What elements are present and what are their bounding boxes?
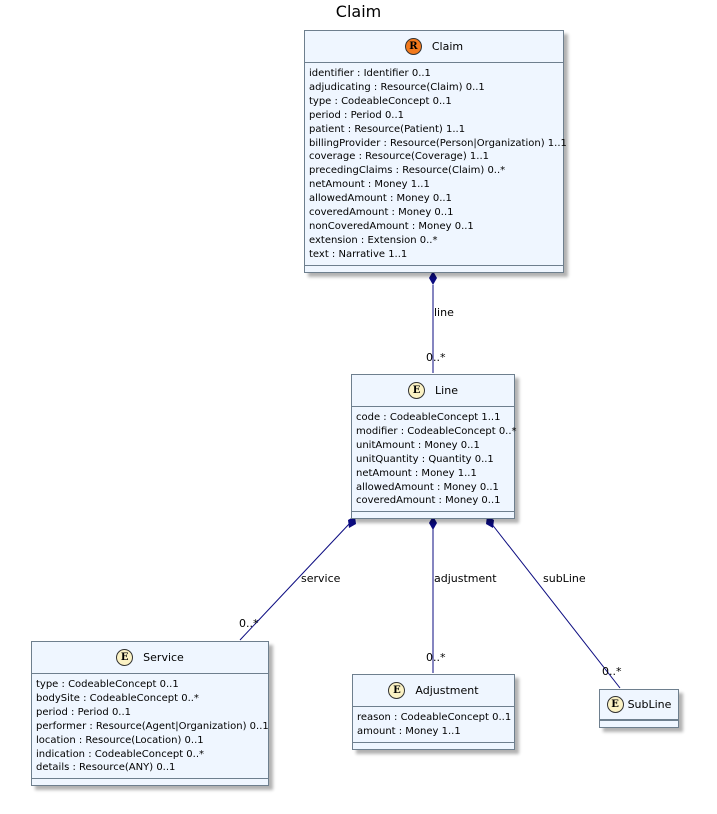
link-line-service xyxy=(239,522,351,641)
multiplicity-adjustment: 0..* xyxy=(426,651,446,664)
class-claim[interactable]: R Claim identifier : Identifier 0..1 adj… xyxy=(304,30,567,273)
class-service-attributes: type : CodeableConcept 0..1 bodySite : C… xyxy=(32,674,269,780)
element-badge-icon: E xyxy=(606,696,624,713)
attribute: coveredAmount : Money 0..1 xyxy=(356,495,501,507)
class-line[interactable]: E Line code : CodeableConcept 1..1 modif… xyxy=(351,374,517,520)
element-badge-icon: E xyxy=(388,682,406,699)
class-adjustment-name: Adjustment xyxy=(415,684,479,697)
attribute: period : Period 0..1 xyxy=(36,706,132,718)
attribute: type : CodeableConcept 0..1 xyxy=(309,95,452,107)
class-claim-attributes: identifier : Identifier 0..1 adjudicatin… xyxy=(305,63,567,266)
class-line-name: Line xyxy=(435,384,458,397)
attribute: patient : Resource(Patient) 1..1 xyxy=(309,123,466,135)
class-service-operations xyxy=(32,779,268,785)
attribute: amount : Money 1..1 xyxy=(357,725,461,737)
attribute: details : Resource(ANY) 0..1 xyxy=(36,762,176,774)
attribute: coveredAmount : Money 0..1 xyxy=(309,207,454,219)
class-adjustment[interactable]: E Adjustment reason : CodeableConcept 0.… xyxy=(352,674,515,750)
attribute: bodySite : CodeableConcept 0..* xyxy=(36,692,199,704)
multiplicity-line: 0..* xyxy=(426,351,446,364)
class-line-operations xyxy=(352,512,514,518)
attribute: adjudicating : Resource(Claim) 0..1 xyxy=(309,81,485,93)
resource-badge-icon: R xyxy=(404,38,422,55)
attribute: unitQuantity : Quantity 0..1 xyxy=(356,453,494,465)
class-service-header: E Service xyxy=(32,642,268,674)
attribute: netAmount : Money 1..1 xyxy=(309,179,430,191)
class-line-attributes: code : CodeableConcept 1..1 modifier : C… xyxy=(352,407,517,513)
attribute: netAmount : Money 1..1 xyxy=(356,467,477,479)
class-service-name: Service xyxy=(143,651,184,664)
attribute: billingProvider : Resource(Person|Organi… xyxy=(309,137,567,149)
attribute: indication : CodeableConcept 0..* xyxy=(36,748,205,760)
attribute: period : Period 0..1 xyxy=(309,109,405,121)
class-subline[interactable]: E SubLine xyxy=(599,689,679,728)
element-badge-icon: E xyxy=(116,649,134,666)
link-line-subline xyxy=(490,522,621,689)
assoc-label-subline: subLine xyxy=(543,572,586,585)
class-claim-name: Claim xyxy=(431,40,464,53)
attribute: coverage : Resource(Coverage) 1..1 xyxy=(309,151,489,163)
attribute: unitAmount : Money 0..1 xyxy=(356,439,480,451)
attribute: precedingClaims : Resource(Claim) 0..* xyxy=(309,165,506,177)
class-claim-header: R Claim xyxy=(305,31,563,63)
class-subline-name: SubLine xyxy=(627,698,672,711)
attribute: allowedAmount : Money 0..1 xyxy=(309,193,452,205)
attribute: type : CodeableConcept 0..1 xyxy=(36,679,179,690)
attribute: identifier : Identifier 0..1 xyxy=(309,68,431,79)
class-adjustment-header: E Adjustment xyxy=(353,675,514,707)
class-subline-operations xyxy=(600,721,678,727)
composition-diamond xyxy=(429,516,437,530)
class-service[interactable]: E Service type : CodeableConcept 0..1 bo… xyxy=(31,641,269,787)
class-adjustment-attributes: reason : CodeableConcept 0..1 amount : M… xyxy=(353,707,514,743)
attribute: nonCoveredAmount : Money 0..1 xyxy=(309,220,474,232)
attribute: allowedAmount : Money 0..1 xyxy=(356,481,499,493)
assoc-label-line: line xyxy=(434,306,454,319)
attribute: performer : Resource(Agent|Organization)… xyxy=(36,720,269,732)
attribute: reason : CodeableConcept 0..1 xyxy=(357,712,512,723)
assoc-label-service: service xyxy=(301,572,341,585)
attribute: location : Resource(Location) 0..1 xyxy=(36,734,204,746)
class-line-header: E Line xyxy=(352,375,514,407)
class-subline-attributes xyxy=(600,720,678,721)
attribute: text : Narrative 1..1 xyxy=(309,248,408,260)
element-badge-icon: E xyxy=(408,382,426,399)
class-claim-operations xyxy=(305,266,563,272)
attribute: modifier : CodeableConcept 0..* xyxy=(356,425,517,437)
multiplicity-subline: 0..* xyxy=(602,665,622,678)
assoc-label-adjustment: adjustment xyxy=(434,572,497,585)
class-subline-header: E SubLine xyxy=(600,690,678,720)
attribute: code : CodeableConcept 1..1 xyxy=(356,412,501,423)
multiplicity-service: 0..* xyxy=(239,617,259,630)
attribute: extension : Extension 0..* xyxy=(309,234,438,246)
composition-diamond xyxy=(429,271,437,285)
diagram-title: Claim xyxy=(335,2,382,21)
class-adjustment-operations xyxy=(353,743,514,749)
